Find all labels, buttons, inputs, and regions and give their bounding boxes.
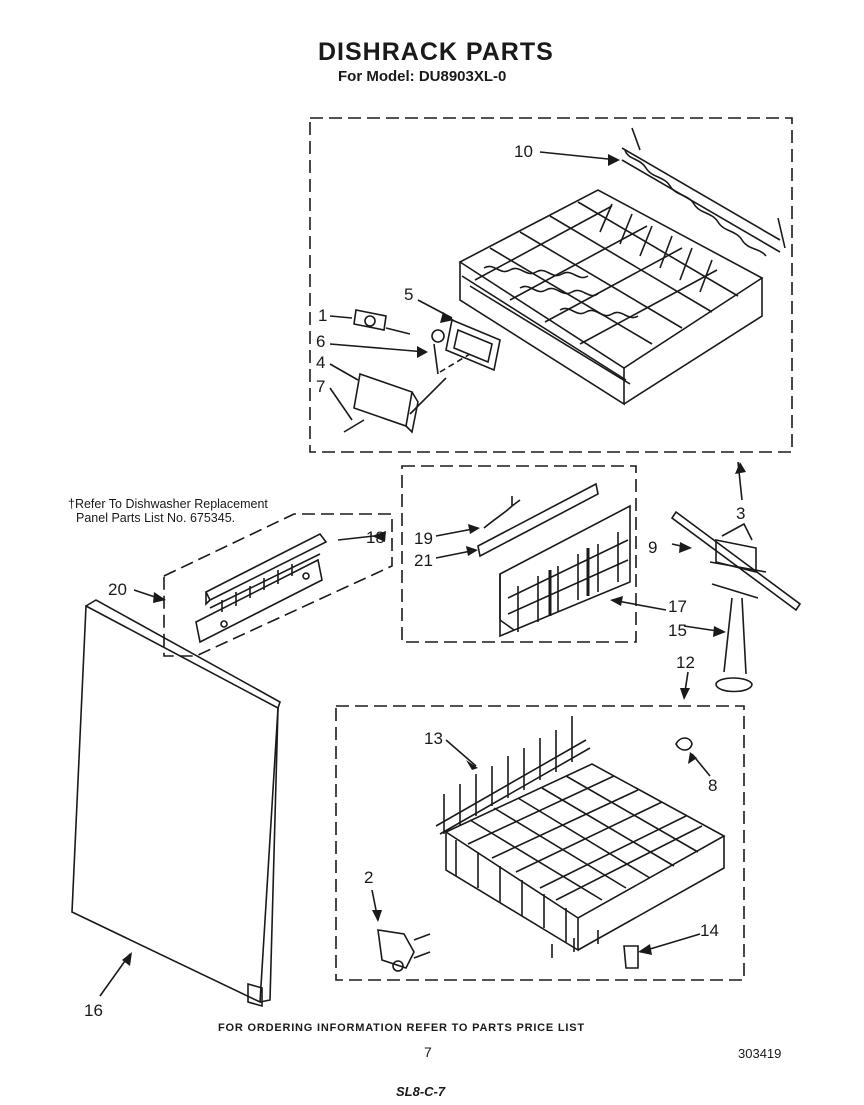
callout-9: 9: [648, 538, 658, 557]
door-panel-part: [71, 599, 281, 1008]
callout-6: 6: [316, 332, 326, 351]
leader-arrowheads: [122, 154, 746, 966]
silverware-basket-part: [477, 482, 631, 638]
model-subtitle: For Model: DU8903XL-0: [338, 68, 507, 85]
callout-21: 21: [414, 551, 433, 570]
callout-4: 4: [316, 353, 326, 372]
small-lower-parts: [377, 737, 693, 972]
panel-trim-group-box: [163, 513, 393, 657]
callout-16: 16: [84, 1001, 103, 1020]
callout-12: 12: [676, 653, 695, 672]
panel-trim-part: [195, 532, 328, 644]
callout-2: 2: [364, 868, 374, 887]
spray-arm-part: [670, 510, 802, 693]
cup-shelf-part: [621, 127, 786, 257]
lower-rack-part: [435, 716, 726, 958]
callout-7: 7: [316, 377, 326, 396]
middle-parts-group-box: [401, 465, 637, 643]
document-number: 303419: [738, 1046, 782, 1061]
replacement-note-line-1: †Refer To Dishwasher Replacement: [68, 497, 268, 511]
replacement-note-line-2: Panel Parts List No. 675345.: [76, 511, 236, 525]
callout-13: 13: [424, 729, 443, 748]
callout-15: 15: [668, 621, 687, 640]
upper-rack-group-box: [309, 117, 793, 453]
callout-1: 1: [318, 306, 328, 325]
callout-5: 5: [404, 285, 414, 304]
lower-rack-group-box: [335, 705, 745, 981]
ordering-instruction: FOR ORDERING INFORMATION REFER TO PARTS …: [218, 1022, 585, 1034]
callout-10: 10: [514, 142, 533, 161]
callout-18: 18: [366, 528, 385, 547]
leader-lines: [99, 151, 743, 997]
page-number: 7: [424, 1044, 432, 1060]
page-title: DISHRACK PARTS: [318, 38, 554, 66]
callout-14: 14: [700, 921, 719, 940]
callout-3: 3: [736, 504, 746, 523]
handwritten-code: SL8-C-7: [396, 1084, 446, 1099]
callout-8: 8: [708, 776, 718, 795]
callout-17: 17: [668, 597, 687, 616]
upper-rack-part: [458, 189, 764, 406]
callout-20: 20: [108, 580, 127, 599]
callout-19: 19: [414, 529, 433, 548]
rack-roller-parts: [343, 309, 501, 434]
